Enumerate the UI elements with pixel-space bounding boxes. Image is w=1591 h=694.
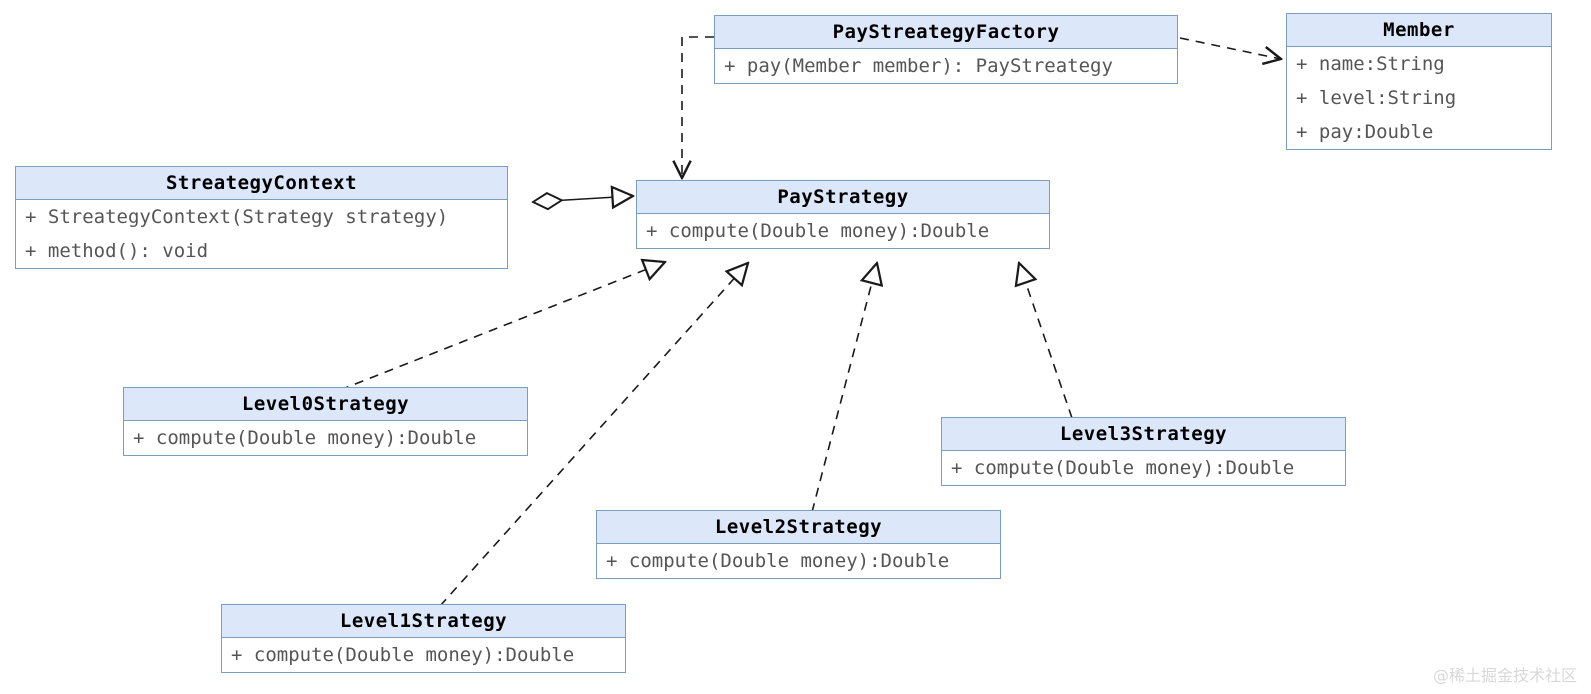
class-box-level0-strategy[interactable]: Level0Strategy + compute(Double money):D… [123,387,528,456]
class-box-streategy-context[interactable]: StreategyContext + StreategyContext(Stra… [15,166,508,269]
class-member: + compute(Double money):Double [951,457,1295,479]
edge-factory-to-member [1179,37,1281,59]
class-title-level3-strategy: Level3Strategy [942,418,1345,451]
edge-level2-to-paystrategy [811,263,877,513]
class-members-level2-strategy: + compute(Double money):Double [597,544,1000,578]
class-title-level2-strategy: Level2Strategy [597,511,1000,544]
class-box-level2-strategy[interactable]: Level2Strategy + compute(Double money):D… [596,510,1001,579]
edge-level3-to-paystrategy [1019,263,1073,419]
class-box-level1-strategy[interactable]: Level1Strategy + compute(Double money):D… [221,604,626,673]
class-title-member: Member [1287,14,1551,47]
class-member: + compute(Double money):Double [231,644,575,666]
class-member: + StreategyContext(Strategy strategy) [25,206,449,228]
class-member: + pay(Member member): PayStreategy [724,55,1113,77]
class-member: + compute(Double money):Double [606,550,950,572]
class-title-level0-strategy: Level0Strategy [124,388,527,421]
class-members-level0-strategy: + compute(Double money):Double [124,421,527,455]
class-member: + pay:Double [1296,121,1434,143]
edge-context-to-paystrategy [533,196,633,202]
edge-level0-to-paystrategy [339,262,665,391]
class-member: + compute(Double money):Double [133,427,477,449]
class-members-level3-strategy: + compute(Double money):Double [942,451,1345,485]
class-members-member: + name:String + level:String + pay:Doubl… [1287,47,1551,149]
class-box-pay-strategy[interactable]: PayStrategy + compute(Double money):Doub… [636,180,1050,249]
watermark: @稀土掘金技术社区 [1432,666,1577,685]
class-members-level1-strategy: + compute(Double money):Double [222,638,625,672]
class-title-pay-streategy-factory: PayStreategyFactory [715,16,1177,49]
class-title-pay-strategy: PayStrategy [637,181,1049,214]
class-member: + method(): void [25,240,209,262]
class-member: + name:String [1296,53,1445,75]
class-member: + level:String [1296,87,1457,109]
class-members-streategy-context: + StreategyContext(Strategy strategy) + … [16,200,507,268]
edge-factory-to-paystrategy [682,36,714,178]
class-members-pay-strategy: + compute(Double money):Double [637,214,1049,248]
class-members-pay-streategy-factory: + pay(Member member): PayStreategy [715,49,1177,83]
class-box-member[interactable]: Member + name:String + level:String + pa… [1286,13,1552,150]
class-title-level1-strategy: Level1Strategy [222,605,625,638]
class-box-pay-streategy-factory[interactable]: PayStreategyFactory + pay(Member member)… [714,15,1178,84]
class-box-level3-strategy[interactable]: Level3Strategy + compute(Double money):D… [941,417,1346,486]
class-title-streategy-context: StreategyContext [16,167,507,200]
class-member: + compute(Double money):Double [646,220,990,242]
